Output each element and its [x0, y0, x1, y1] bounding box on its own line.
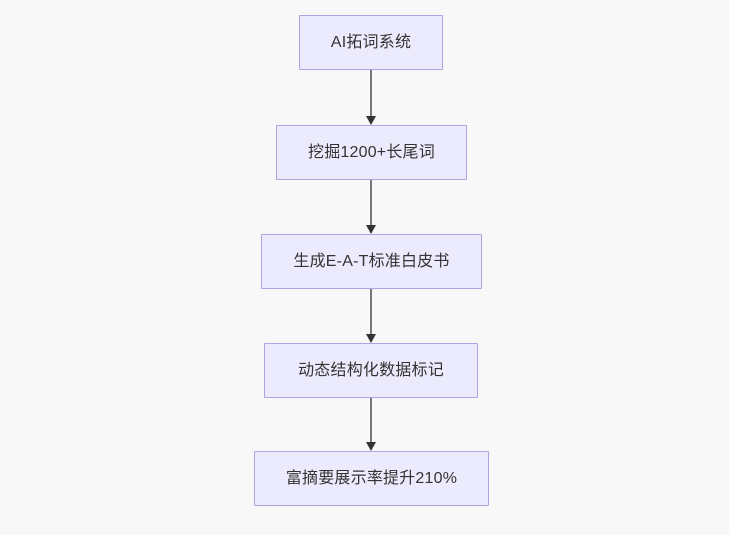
flowchart-node-generate-eat-whitepaper[interactable]: 生成E-A-T标准白皮书	[261, 234, 482, 289]
flowchart-node-rich-snippet-impression-lift[interactable]: 富摘要展示率提升210%	[254, 451, 489, 506]
edge-line	[370, 398, 372, 442]
arrow-down-icon	[366, 225, 376, 234]
edge-line	[370, 289, 372, 334]
arrow-down-icon	[366, 116, 376, 125]
edge-line	[370, 70, 372, 116]
arrow-down-icon	[366, 442, 376, 451]
flowchart-node-label: 富摘要展示率提升210%	[285, 469, 458, 487]
flowchart-node-label: 挖掘1200+长尾词	[308, 143, 435, 161]
flowchart-node-label: AI拓词系统	[330, 33, 412, 51]
flowchart-node-dynamic-structured-data-markup[interactable]: 动态结构化数据标记	[264, 343, 478, 398]
flowchart-node-label: 动态结构化数据标记	[298, 361, 444, 379]
flowchart-node-mine-longtail-keywords[interactable]: 挖掘1200+长尾词	[276, 125, 467, 180]
flowchart-node-label: 生成E-A-T标准白皮书	[293, 252, 450, 270]
flowchart-node-ai-keyword-system[interactable]: AI拓词系统	[299, 15, 443, 70]
edge-line	[370, 180, 372, 225]
arrow-down-icon	[366, 334, 376, 343]
